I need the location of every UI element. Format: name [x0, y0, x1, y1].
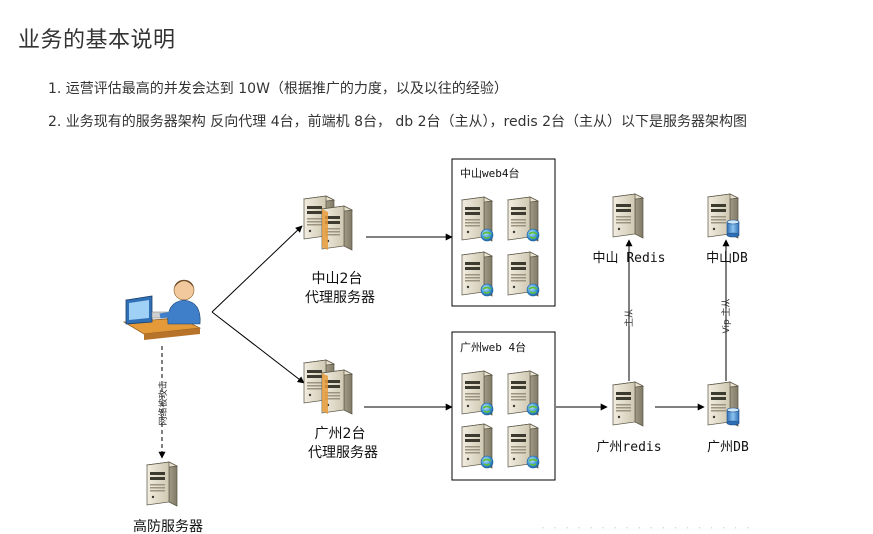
db-replication-label: Vip 主从	[720, 298, 732, 333]
proxy-gz-label-line2: 代理服务器	[308, 445, 378, 461]
web-server-icon	[508, 424, 539, 468]
web-server-icon	[508, 252, 539, 296]
description-item-2: 2. 业务现有的服务器架构 反向代理 4台，前端机 8台， db 2台（主从），…	[48, 114, 748, 130]
web-zs-servers	[462, 197, 539, 296]
web-gz-group-label: 广州web 4台	[460, 340, 526, 354]
db-gz-server-icon	[708, 382, 739, 426]
defense-server-icon	[146, 461, 178, 507]
proxy-zs-server-icon	[304, 196, 352, 250]
web-server-icon	[462, 197, 493, 241]
redis-gz-server-icon	[612, 381, 644, 427]
db-zs-server-icon	[708, 194, 739, 238]
redis-gz-label: 广州redis	[596, 440, 661, 455]
redis-zs-server-icon	[612, 193, 644, 239]
connectors	[158, 225, 730, 459]
web-server-icon	[462, 371, 493, 415]
edge-user-to-proxy-zs	[211, 225, 303, 313]
watermark: · · · · · · · · · · · · · · · · · ·	[540, 523, 751, 534]
web-zs-group-label: 中山web4台	[460, 166, 520, 180]
proxy-gz-label-line1: 广州2台	[315, 426, 366, 442]
edge-user-to-proxy-gz	[211, 311, 305, 384]
web-server-icon	[508, 371, 539, 415]
proxy-zs-label-line1: 中山2台	[312, 271, 363, 287]
proxy-zs-label-line2: 代理服务器	[305, 290, 375, 306]
web-gz-servers	[462, 371, 539, 468]
web-zs-group-box	[451, 158, 556, 307]
web-server-icon	[462, 424, 493, 468]
redis-zs-label: 中山 Redis	[593, 251, 666, 266]
web-gz-group-box	[451, 331, 556, 481]
proxy-gz-server-icon	[304, 360, 352, 414]
redis-replication-label: 主从	[623, 309, 635, 327]
attack-label: 网络被攻击	[157, 380, 169, 425]
user-workstation-icon	[122, 279, 202, 340]
web-server-icon	[462, 252, 493, 296]
web-server-icon	[508, 197, 539, 241]
defense-label: 高防服务器	[133, 518, 203, 534]
db-gz-label: 广州DB	[707, 440, 749, 455]
description-item-1: 1. 运营评估最高的并发会达到 10W（根据推广的力度，以及以往的经验）	[48, 81, 508, 97]
page-title: 业务的基本说明	[18, 28, 176, 53]
db-zs-label: 中山DB	[706, 251, 748, 266]
